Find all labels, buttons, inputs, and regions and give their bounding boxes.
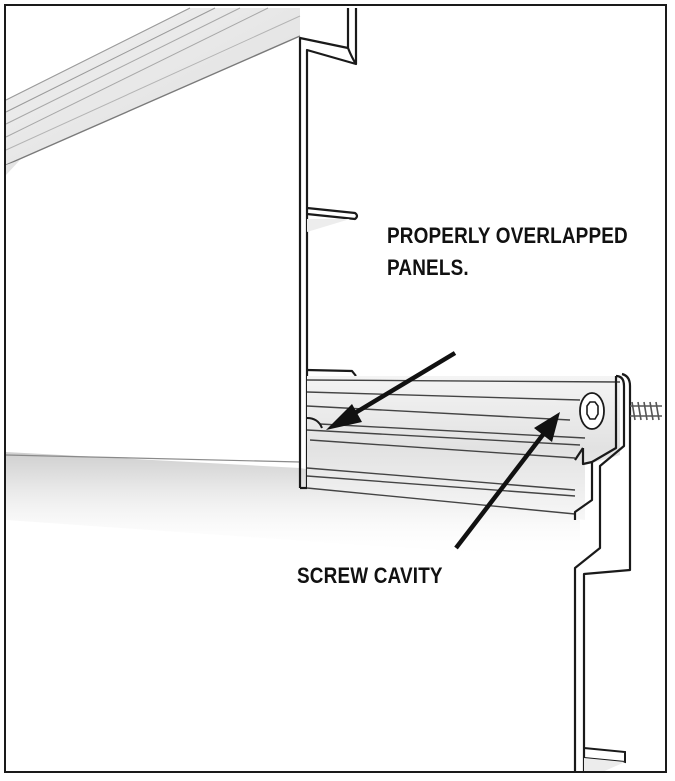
- figure-border: [4, 4, 667, 773]
- overlap-annotation-line2: PANELS.: [387, 255, 469, 280]
- upper-rail: [5, 7, 301, 166]
- overlap-annotation-line1: PROPERLY OVERLAPPED: [387, 223, 628, 248]
- lower-shadow: [5, 452, 580, 560]
- lower-panel-rail: [306, 376, 621, 520]
- screw-cavity-annotation: SCREW CAVITY: [297, 563, 443, 588]
- screw-icon: [579, 392, 662, 430]
- upper-panel-profile: [298, 8, 359, 490]
- screw-cavity-arrow: [454, 412, 560, 550]
- overlap-arrow: [326, 351, 457, 430]
- lower-panel-profile: [573, 372, 632, 773]
- overlap-annotation: PROPERLY OVERLAPPED PANELS.: [387, 220, 628, 284]
